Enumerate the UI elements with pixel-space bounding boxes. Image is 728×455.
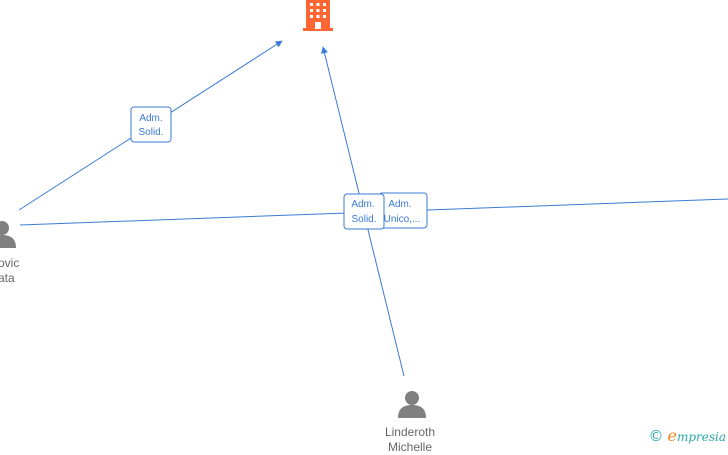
edge-label-line2: Solid. [138,127,163,138]
person-left-label[interactable]: ovic ata [0,256,19,286]
empresia-watermark: © empresia [648,426,726,446]
edge-label-left-to-right[interactable]: Adm. Unico,... [378,192,428,229]
building-icon[interactable] [303,0,333,31]
person-left-name-line2: ata [0,271,15,285]
edge-label-bottom-to-company[interactable]: Adm. Solid. [343,193,385,230]
edge-label-line1: Adm. [388,199,411,210]
edge-label-line1: Adm. [139,113,162,124]
edge-label-left-to-company[interactable]: Adm. Solid. [130,106,172,143]
edge-label-line2: Solid. [351,214,376,225]
person-icon[interactable] [398,391,426,418]
copyright-symbol: © [648,427,664,445]
person-bottom-label[interactable]: Linderoth Michelle [370,425,450,455]
person-icon[interactable] [0,221,16,248]
person-left-name-line1: ovic [0,256,20,270]
person-bottom-name-line2: Michelle [387,440,432,454]
empresia-logo: empresia [667,426,726,445]
person-bottom-name-line1: Linderoth [384,425,436,439]
edge-label-line1: Adm. [351,199,374,210]
edge-label-line2: Unico,... [384,214,421,225]
